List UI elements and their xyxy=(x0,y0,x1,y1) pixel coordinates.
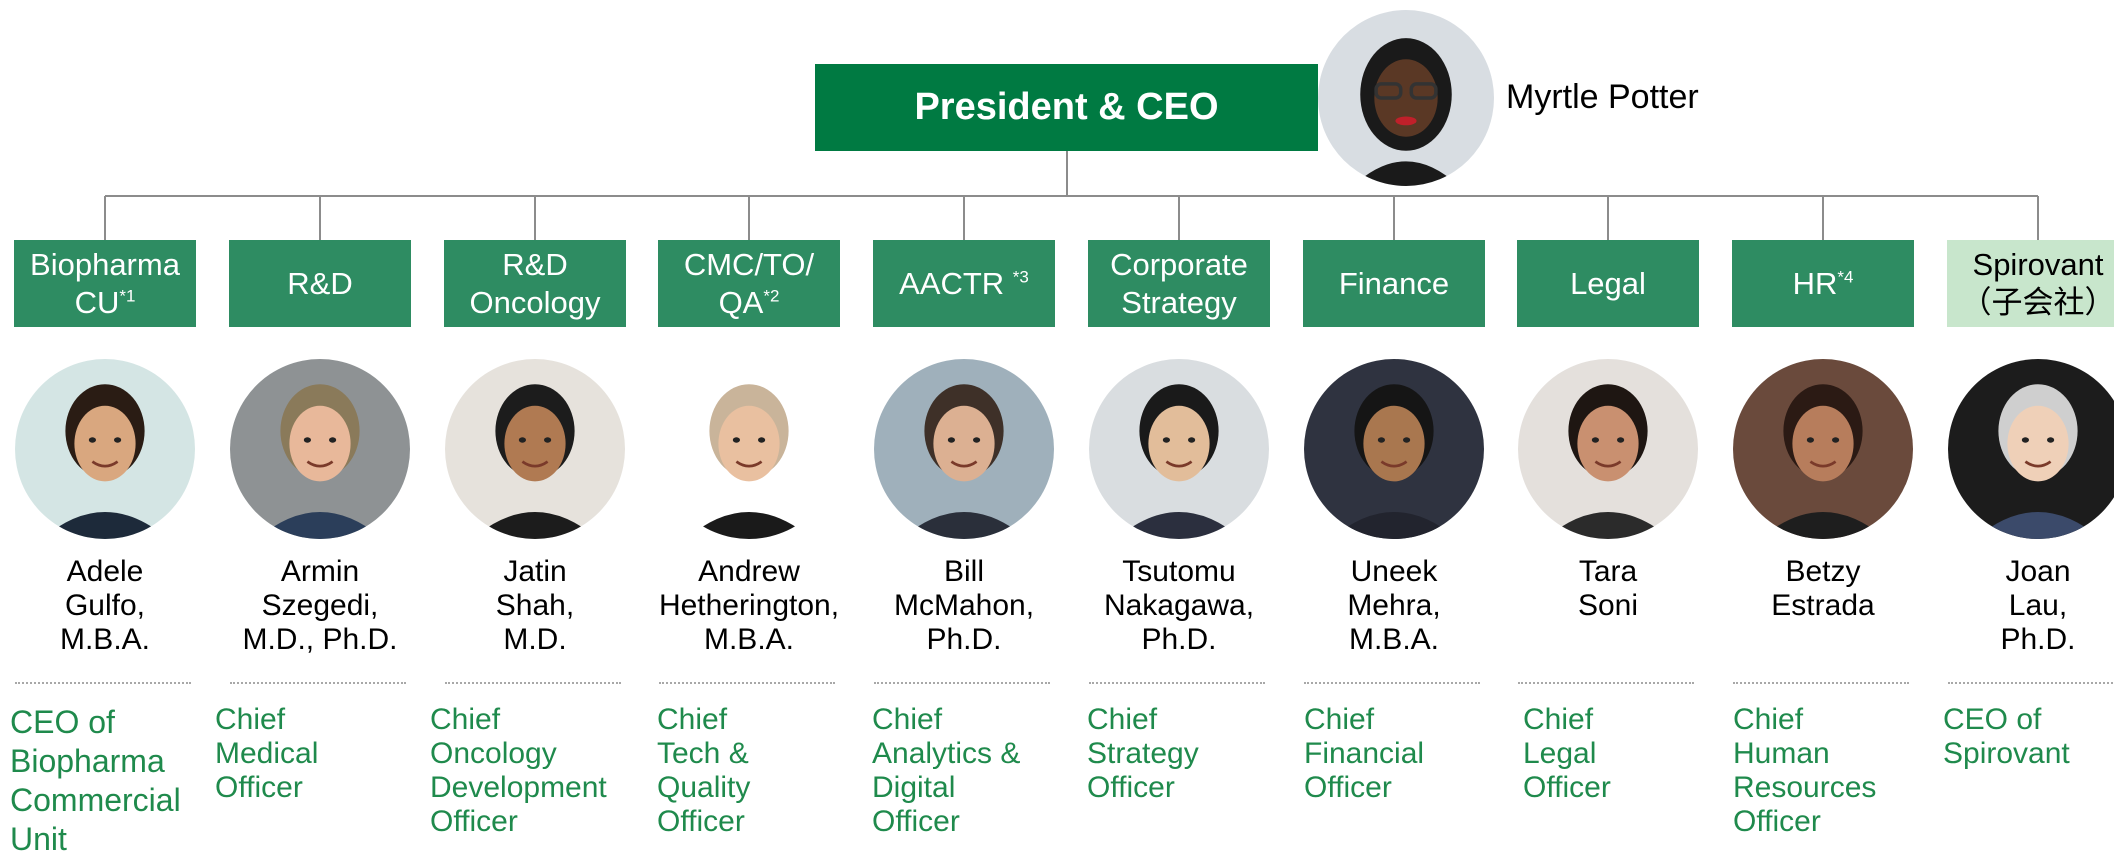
executive-role: Chief Medical Officer xyxy=(215,703,318,805)
dept-footnote-marker: *2 xyxy=(763,286,779,305)
dept-box: Finance xyxy=(1303,240,1485,327)
executive-name: Tsutomu Nakagawa, Ph.D. xyxy=(1079,555,1279,657)
executive-name: Tara Soni xyxy=(1508,555,1708,623)
executive-name: Adele Gulfo, M.B.A. xyxy=(5,555,205,657)
dept-label-wrap: Finance xyxy=(1339,265,1449,303)
executive-role: Chief Strategy Officer xyxy=(1087,703,1199,805)
dept-label: Corporate Strategy xyxy=(1110,247,1248,320)
dept-box: Biopharma CU*1 xyxy=(14,240,196,327)
executive-portrait xyxy=(1733,359,1913,539)
dept-footnote-marker: *4 xyxy=(1837,267,1853,286)
ceo-title-box: President & CEO xyxy=(815,64,1318,151)
dept-label-wrap: Biopharma CU*1 xyxy=(30,246,180,322)
dept-label-wrap: AACTR *3 xyxy=(899,265,1029,303)
dotted-divider xyxy=(1304,682,1480,684)
dept-box: R&D xyxy=(229,240,411,327)
dept-label: Legal xyxy=(1570,266,1646,301)
executive-name: Andrew Hetherington, M.B.A. xyxy=(649,555,849,657)
dotted-divider xyxy=(230,682,406,684)
dept-label: R&D xyxy=(287,266,352,301)
dept-label: Biopharma CU xyxy=(30,247,180,320)
executive-role: Chief Tech & Quality Officer xyxy=(657,703,750,839)
portrait-adele-gulfo-icon xyxy=(15,359,195,539)
dotted-divider xyxy=(445,682,621,684)
executive-name: Jatin Shah, M.D. xyxy=(435,555,635,657)
ceo-title: President & CEO xyxy=(914,86,1218,129)
executive-portrait xyxy=(445,359,625,539)
dept-label-wrap: Legal xyxy=(1570,265,1646,303)
executive-role: Chief Analytics & Digital Officer xyxy=(872,703,1020,839)
portrait-jatin-shah-icon xyxy=(445,359,625,539)
executive-role: Chief Legal Officer xyxy=(1523,703,1611,805)
dotted-divider xyxy=(1948,682,2114,684)
dept-footnote-marker: *1 xyxy=(119,286,135,305)
portrait-tsutomu-nakagawa-icon xyxy=(1089,359,1269,539)
portrait-bill-mcmahon-icon xyxy=(874,359,1054,539)
executive-portrait xyxy=(1518,359,1698,539)
dept-box: CMC/TO/ QA*2 xyxy=(658,240,840,327)
dept-label-wrap: Corporate Strategy xyxy=(1110,246,1248,322)
executive-portrait xyxy=(1948,359,2114,539)
dept-box: Spirovant （子会社） xyxy=(1947,240,2114,327)
dept-box: HR*4 xyxy=(1732,240,1914,327)
dept-label-wrap: CMC/TO/ QA*2 xyxy=(684,246,814,322)
ceo-name: Myrtle Potter xyxy=(1506,78,1699,117)
dotted-divider xyxy=(874,682,1050,684)
portrait-uneek-mehra-icon xyxy=(1304,359,1484,539)
dotted-divider xyxy=(1518,682,1694,684)
dotted-divider xyxy=(1089,682,1265,684)
executive-portrait xyxy=(15,359,195,539)
dept-label-wrap: R&D Oncology xyxy=(470,246,601,322)
dept-label-wrap: R&D xyxy=(287,265,352,303)
dept-box: Legal xyxy=(1517,240,1699,327)
portrait-armin-szegedi-icon xyxy=(230,359,410,539)
executive-portrait xyxy=(659,359,839,539)
dept-label: HR xyxy=(1793,266,1838,301)
executive-role: Chief Oncology Development Officer xyxy=(430,703,607,839)
dept-label-wrap: Spirovant （子会社） xyxy=(1961,246,2114,322)
dotted-divider xyxy=(1733,682,1909,684)
ceo-portrait xyxy=(1318,10,1494,186)
executive-role: Chief Human Resources Officer xyxy=(1733,703,1876,839)
executive-role: CEO of Spirovant xyxy=(1943,703,2070,771)
portrait-andrew-hetherington-icon xyxy=(659,359,839,539)
executive-role: CEO of Biopharma Commercial Unit xyxy=(10,703,181,859)
portrait-tara-soni-icon xyxy=(1518,359,1698,539)
executive-portrait xyxy=(874,359,1054,539)
dept-label: Finance xyxy=(1339,266,1449,301)
portrait-joan-lau-icon xyxy=(1948,359,2114,539)
executive-role: Chief Financial Officer xyxy=(1304,703,1424,805)
dept-footnote-marker: *3 xyxy=(1013,267,1029,286)
executive-name: Joan Lau, Ph.D. xyxy=(1938,555,2114,657)
portrait-myrtle-potter-icon xyxy=(1318,10,1494,186)
dept-label-wrap: HR*4 xyxy=(1793,265,1854,303)
dotted-divider xyxy=(659,682,835,684)
executive-name: Bill McMahon, Ph.D. xyxy=(864,555,1064,657)
executive-portrait xyxy=(230,359,410,539)
dotted-divider xyxy=(15,682,191,684)
dept-box: R&D Oncology xyxy=(444,240,626,327)
dept-label: R&D Oncology xyxy=(470,247,601,320)
executive-name: Armin Szegedi, M.D., Ph.D. xyxy=(220,555,420,657)
dept-label: AACTR xyxy=(899,266,1013,301)
executive-name: Uneek Mehra, M.B.A. xyxy=(1294,555,1494,657)
dept-box: AACTR *3 xyxy=(873,240,1055,327)
executive-portrait xyxy=(1089,359,1269,539)
dept-label: Spirovant （子会社） xyxy=(1961,247,2114,320)
dept-label: CMC/TO/ QA xyxy=(684,247,814,320)
dept-box: Corporate Strategy xyxy=(1088,240,1270,327)
executive-name: Betzy Estrada xyxy=(1723,555,1923,623)
portrait-betzy-estrada-icon xyxy=(1733,359,1913,539)
executive-portrait xyxy=(1304,359,1484,539)
